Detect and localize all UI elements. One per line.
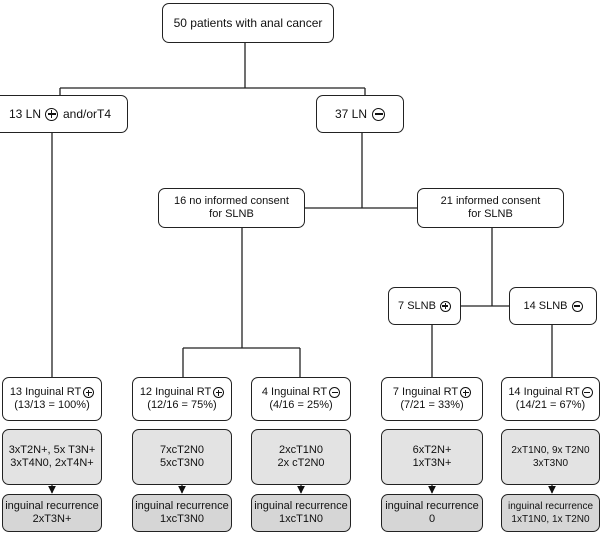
- stage-box-1: 3xT2N+, 5x T3N+3xT4N0, 2xT4N+: [2, 429, 102, 485]
- recurrence-value: 1xcT3N0: [159, 513, 205, 525]
- plus-icon: [460, 387, 472, 398]
- recurrence-box-5: inguinal recurrence 1xT1N0, 1x T2N0: [501, 494, 600, 532]
- stage-line: 3xT4N0, 2xT4N+: [10, 457, 94, 469]
- root-box: 50 patients with anal cancer: [162, 3, 334, 43]
- ln-positive-count: 13 LN: [8, 106, 41, 121]
- ln-negative-count: 37 LN: [334, 106, 368, 121]
- rt-box-3: 4 Inguinal RT (4/16 = 25%): [251, 377, 351, 421]
- plus-icon: [213, 387, 225, 398]
- rt-stat: (4/16 = 25%): [269, 399, 333, 411]
- plus-icon: [83, 387, 95, 398]
- stage-box-4: 6xT2N+1xT3N+: [381, 429, 483, 485]
- stage-line: 7xcT2N0: [159, 444, 205, 456]
- plus-icon: [45, 107, 58, 121]
- minus-icon: [329, 387, 341, 398]
- rt-box-2: 12 Inguinal RT (12/16 = 75%): [132, 377, 232, 421]
- rt-label: 7 Inguinal RT: [392, 386, 459, 398]
- minus-icon: [372, 107, 386, 121]
- recurrence-title: inguinal recurrence: [507, 501, 594, 512]
- stage-line: 2xT1N0, 9x T2N0: [511, 445, 590, 456]
- stage-line: 2xcT1N0: [278, 444, 323, 456]
- no-consent-box: 16 no informed consent for SLNB: [158, 188, 305, 228]
- slnb-negative-label: 14 SLNB: [523, 299, 568, 312]
- minus-icon: [581, 387, 593, 398]
- stage-line: 5xcT3N0: [159, 457, 205, 469]
- rt-label: 4 Inguinal RT: [261, 386, 328, 398]
- no-consent-line1: 16 no informed consent: [174, 195, 289, 207]
- rt-box-4: 7 Inguinal RT (7/21 = 33%): [381, 377, 483, 421]
- rt-box-1: 13 Inguinal RT (13/13 = 100%): [2, 377, 102, 421]
- recurrence-value: 0: [428, 513, 436, 525]
- ln-positive-suffix: and/orT4: [63, 106, 112, 121]
- ln-positive-box: 13 LN and/orT4: [0, 95, 128, 133]
- rt-label: 13 Inguinal RT: [9, 386, 82, 398]
- rt-stat: (7/21 = 33%): [400, 399, 464, 411]
- no-consent-line2: for SLNB: [209, 208, 254, 220]
- recurrence-value: 1xT1N0, 1x T2N0: [511, 514, 590, 525]
- slnb-positive-label: 7 SLNB: [398, 299, 436, 312]
- stage-box-5: 2xT1N0, 9x T2N0 3xT3N0: [501, 429, 600, 485]
- stage-line: 6xT2N+: [412, 444, 452, 456]
- consent-line1: 21 informed consent: [440, 195, 541, 207]
- consent-box: 21 informed consent for SLNB: [417, 188, 564, 228]
- rt-box-5: 14 Inguinal RT (14/21 = 67%): [501, 377, 600, 421]
- stage-line: 1xT3N+: [412, 457, 452, 469]
- recurrence-value: 1xcT1N0: [278, 513, 324, 525]
- stage-line: 3xT3N0: [532, 458, 568, 469]
- consent-line2: for SLNB: [468, 208, 513, 220]
- recurrence-title: inguinal recurrence: [254, 500, 348, 512]
- rt-stat: (14/21 = 67%): [515, 399, 586, 411]
- rt-stat: (13/13 = 100%): [14, 399, 90, 411]
- stage-line: 3xT2N+, 5x T3N+: [8, 444, 96, 456]
- stage-line: 2x cT2N0: [277, 457, 325, 469]
- rt-label: 12 Inguinal RT: [139, 386, 212, 398]
- recurrence-title: inguinal recurrence: [385, 500, 479, 512]
- root-text: 50 patients with anal cancer: [173, 15, 323, 30]
- slnb-negative-box: 14 SLNB: [509, 287, 597, 325]
- rt-label: 14 Inguinal RT: [508, 386, 580, 398]
- recurrence-title: inguinal recurrence: [5, 500, 99, 512]
- plus-icon: [439, 300, 451, 312]
- slnb-positive-box: 7 SLNB: [388, 287, 461, 325]
- minus-icon: [571, 300, 583, 312]
- recurrence-value: 2xT3N+: [32, 513, 72, 525]
- recurrence-title: inguinal recurrence: [135, 500, 229, 512]
- ln-negative-box: 37 LN: [316, 95, 404, 133]
- rt-stat: (12/16 = 75%): [147, 399, 217, 411]
